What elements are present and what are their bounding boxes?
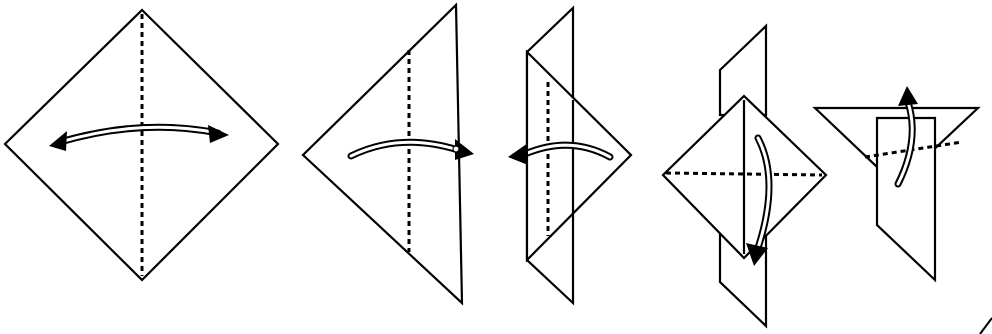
step-3 xyxy=(508,8,631,303)
step-2 xyxy=(303,5,474,303)
step-3-front-layer xyxy=(527,52,631,260)
step-5-strip xyxy=(877,118,935,280)
step-2-paper xyxy=(303,5,462,303)
step-5 xyxy=(815,86,978,280)
corner-mark xyxy=(980,318,992,334)
step-4 xyxy=(663,26,826,326)
step-1 xyxy=(5,10,278,280)
